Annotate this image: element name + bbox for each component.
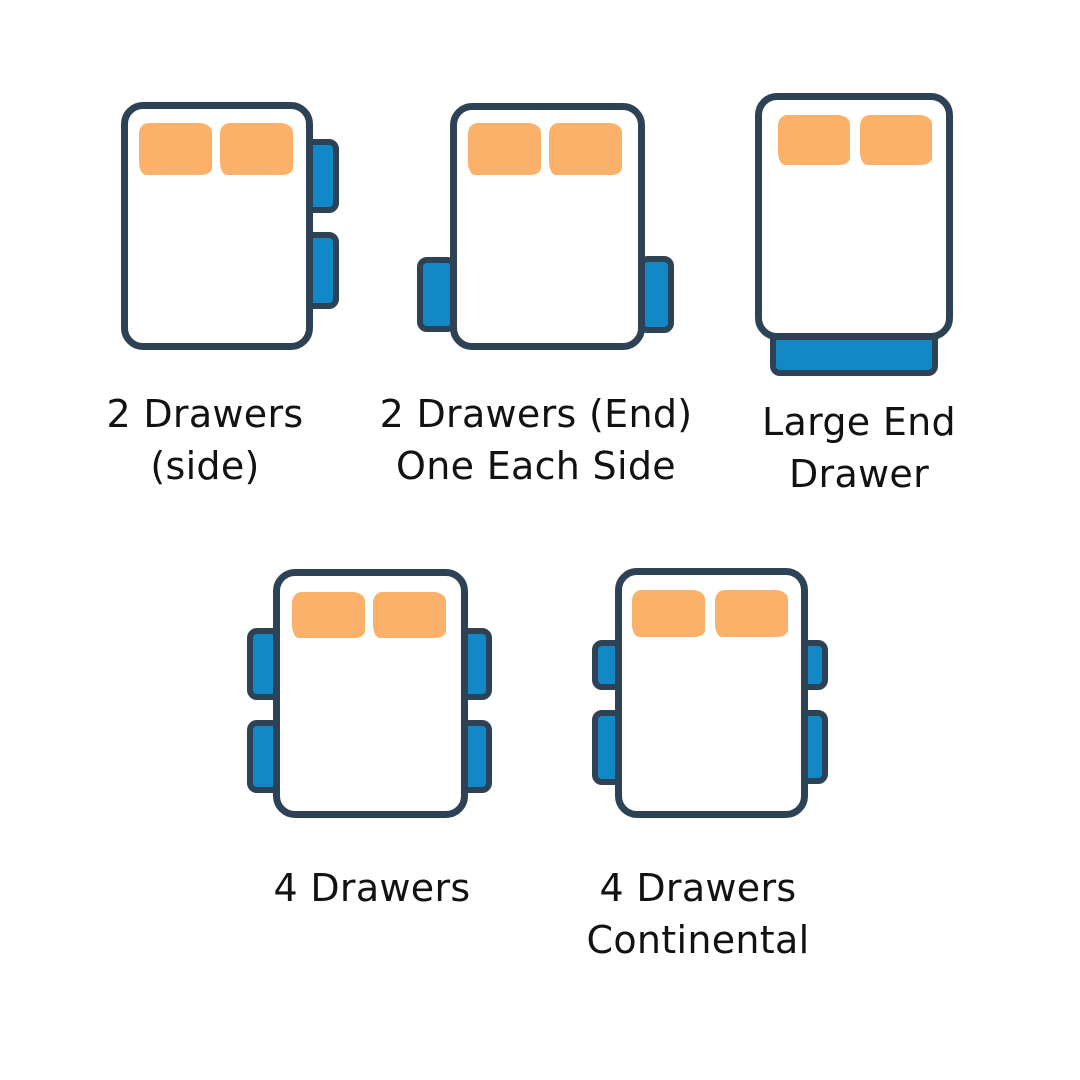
caption-line: One Each Side xyxy=(396,444,676,488)
bed-top-view-icon xyxy=(273,569,468,818)
caption-line: (side) xyxy=(150,444,260,488)
caption-line: 4 Drawers xyxy=(273,866,471,910)
pillow-icon xyxy=(860,115,932,165)
figure-caption: 4 Drawers Continental xyxy=(498,862,898,966)
figure-caption: Large End Drawer xyxy=(659,396,1059,500)
caption-line: Continental xyxy=(586,918,810,962)
bed-top-view-icon xyxy=(450,103,645,350)
pillow-icon xyxy=(373,592,446,638)
caption-line: 2 Drawers xyxy=(106,392,304,436)
caption-line: Drawer xyxy=(788,452,930,496)
pillow-icon xyxy=(468,123,541,175)
pillow-icon xyxy=(778,115,850,165)
pillow-icon xyxy=(139,123,212,175)
caption-line: 2 Drawers (End) xyxy=(379,392,693,436)
pillow-icon xyxy=(220,123,293,175)
figure-caption: 2 Drawers (side) xyxy=(5,388,405,492)
figure-caption: 4 Drawers xyxy=(172,862,572,914)
pillow-icon xyxy=(632,590,705,637)
caption-line: 4 Drawers xyxy=(599,866,797,910)
pillow-icon xyxy=(292,592,365,638)
caption-line: Large End xyxy=(762,400,956,444)
bed-top-view-icon xyxy=(121,102,313,350)
pillow-icon xyxy=(715,590,788,637)
pillow-icon xyxy=(549,123,622,175)
bed-top-view-icon xyxy=(615,568,808,818)
figure-caption: 2 Drawers (End) One Each Side xyxy=(336,388,736,492)
bed-top-view-icon xyxy=(755,93,953,340)
